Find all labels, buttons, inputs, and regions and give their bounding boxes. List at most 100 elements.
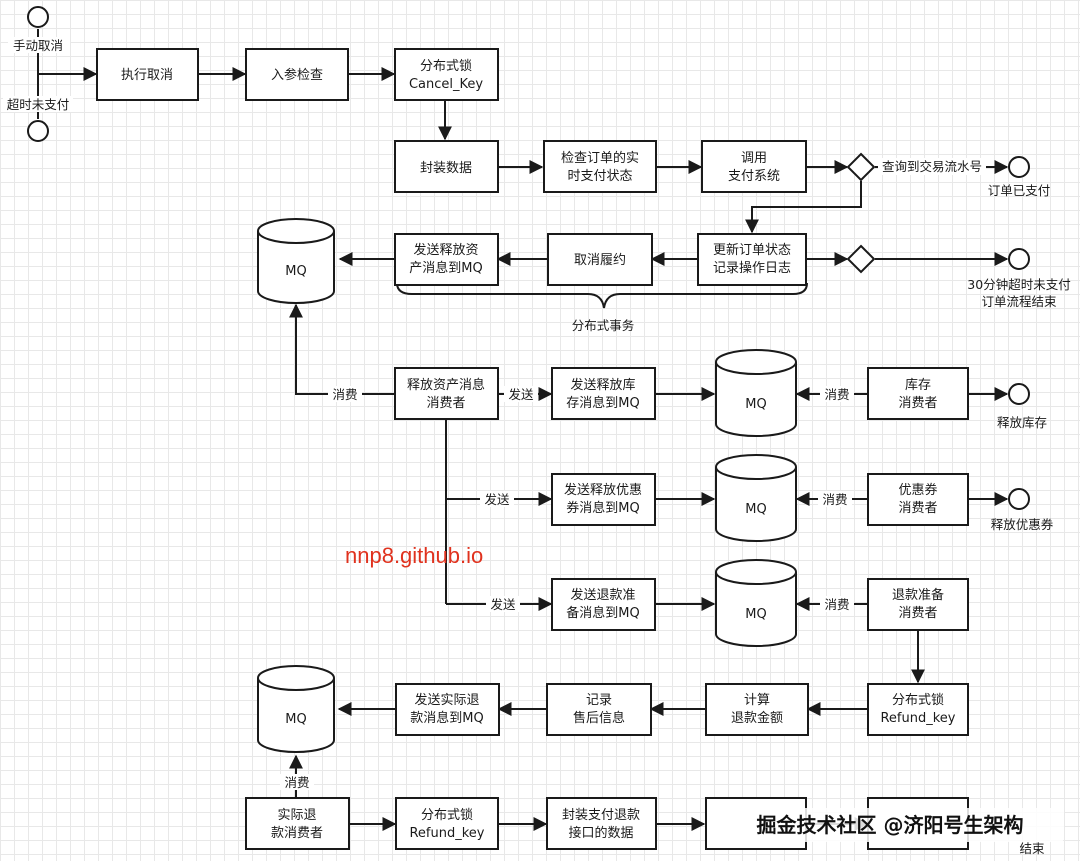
mq-cylinder-3 [715,454,797,542]
box-send-refund-prep [551,578,656,631]
text-actual-refund-consumer-1: 实际退 [277,808,316,823]
label-timeout-unpaid: 超时未支付 [7,97,70,112]
text-send-release-2: 产消息到MQ [409,260,482,276]
label-timeout-end-2: 订单流程结束 [981,294,1057,309]
box-actual-refund-consumer [245,797,350,850]
label-release-stock: 释放库存 [997,415,1047,430]
arrow-to-update-order [745,181,862,234]
text-record-aftersale-1: 记录 [586,693,612,708]
end-stock-circle [1008,383,1030,405]
label-found-txn: 查询到交易流水号 [882,159,982,174]
text-mq-2: MQ [745,397,766,412]
label-consume-3: 消费 [822,492,847,507]
text-send-actual-refund-2: 款消息到MQ [410,710,483,726]
text-record-aftersale-2: 售后信息 [573,710,625,726]
box-check-pay-status [543,140,657,193]
footer-background [716,808,1064,842]
box-send-stock-msg [551,367,656,420]
mq-cylinder-1 [257,218,335,304]
text-update-order-2: 记录操作日志 [713,260,791,276]
box-param-check [245,48,349,101]
text-coupon-consumer-2: 消费者 [898,501,937,516]
text-refund-prep-consumer-1: 退款准备 [892,587,944,603]
text-calc-refund-2: 退款金额 [731,710,783,726]
text-lock-cancel-1: 分布式锁 [420,58,472,74]
text-wrap-refund-2: 接口的数据 [568,825,633,841]
terminals [27,6,1030,510]
text-send-coupon-1: 发送释放优惠 [564,482,642,498]
label-consume-5: 消费 [284,775,309,790]
text-param-check: 入参检查 [271,67,323,83]
box-lock-cancel [394,48,499,101]
text-send-stock-2: 存消息到MQ [566,395,639,411]
mq-cylinder-2 [715,349,797,437]
text-mq-5: MQ [285,712,306,727]
box-wrap-refund-data [546,797,657,850]
label-send-2: 发送 [484,492,510,507]
text-mq-3: MQ [745,502,766,517]
connectors [37,29,1009,831]
box-record-aftersale [546,683,652,736]
box-send-actual-refund [395,683,500,736]
box-coupon-consumer [867,473,969,526]
text-send-release-1: 发送释放资 [413,242,478,258]
box-lock-refund [867,683,969,736]
text-send-refund-prep-1: 发送退款准 [570,587,635,603]
box-send-release-msg [394,233,499,286]
process-boxes [96,48,969,850]
box-release-consumer [394,367,499,420]
mq-cylinder-5 [257,665,335,753]
text-lock-cancel-2: Cancel_Key [409,77,483,92]
watermark-text: nnp8.github.io [345,543,483,568]
text-calc-refund-1: 计算 [744,693,770,708]
box-stock-consumer [867,367,969,420]
text-call-pay-system-2: 支付系统 [728,169,780,184]
box-execute-cancel [96,48,199,101]
label-consume-1: 消费 [332,387,357,402]
text-stock-consumer-2: 消费者 [898,396,937,411]
label-release-coupon: 释放优惠券 [991,517,1054,532]
text-wrap-refund-1: 封装支付退款 [562,808,640,823]
text-lock-refund-1: 分布式锁 [892,692,944,708]
start-manual-circle [27,6,49,28]
text-lock-refund2-1: 分布式锁 [421,807,473,823]
end-timeout-circle [1008,248,1030,270]
box-lock-refund-2 [395,797,499,850]
arrow-consume-mq1 [289,303,395,395]
text-mq-4: MQ [745,607,766,622]
label-consume-4: 消费 [824,597,849,612]
box-refund-prep-consumer [867,578,969,631]
text-send-refund-prep-2: 备消息到MQ [566,605,639,621]
label-end: 结束 [1019,841,1045,856]
mq-cylinders [257,218,797,753]
text-lock-refund2-2: Refund_key [409,826,484,841]
labels: 手动取消 超时未支付 执行取消 入参检查 分布式锁 Cancel_Key 封装数… [3,37,1071,856]
box-call-pay-system [701,140,807,193]
distributed-tx-brace [396,282,808,309]
text-execute-cancel: 执行取消 [121,68,173,83]
text-release-consumer-2: 消费者 [426,396,465,411]
box-calc-refund [705,683,809,736]
box-update-order [697,233,807,286]
start-timeout-circle [27,120,49,142]
text-check-pay-status-1: 检查订单的实 [561,150,639,166]
box-send-coupon-msg [551,473,656,526]
decision-diamond-1 [846,152,876,182]
end-paid-circle [1008,156,1030,178]
text-refund-prep-consumer-2: 消费者 [898,606,937,621]
label-consume-2: 消费 [824,387,849,402]
text-call-pay-system-1: 调用 [741,151,767,166]
text-send-coupon-2: 券消息到MQ [566,500,639,516]
text-wrap-data: 封装数据 [420,161,472,176]
mq-cylinder-4 [715,559,797,647]
text-mq-1: MQ [285,264,306,279]
text-send-stock-1: 发送释放库 [570,377,635,393]
text-check-pay-status-2: 时支付状态 [567,169,632,184]
text-cancel-fulfill: 取消履约 [574,253,626,268]
label-timeout-end-1: 30分钟超时未支付 [967,277,1070,292]
text-actual-refund-consumer-2: 款消费者 [271,826,323,841]
text-send-actual-refund-1: 发送实际退 [414,692,479,708]
text-release-consumer-1: 释放资产消息 [407,377,485,393]
label-send-3: 发送 [490,597,516,612]
